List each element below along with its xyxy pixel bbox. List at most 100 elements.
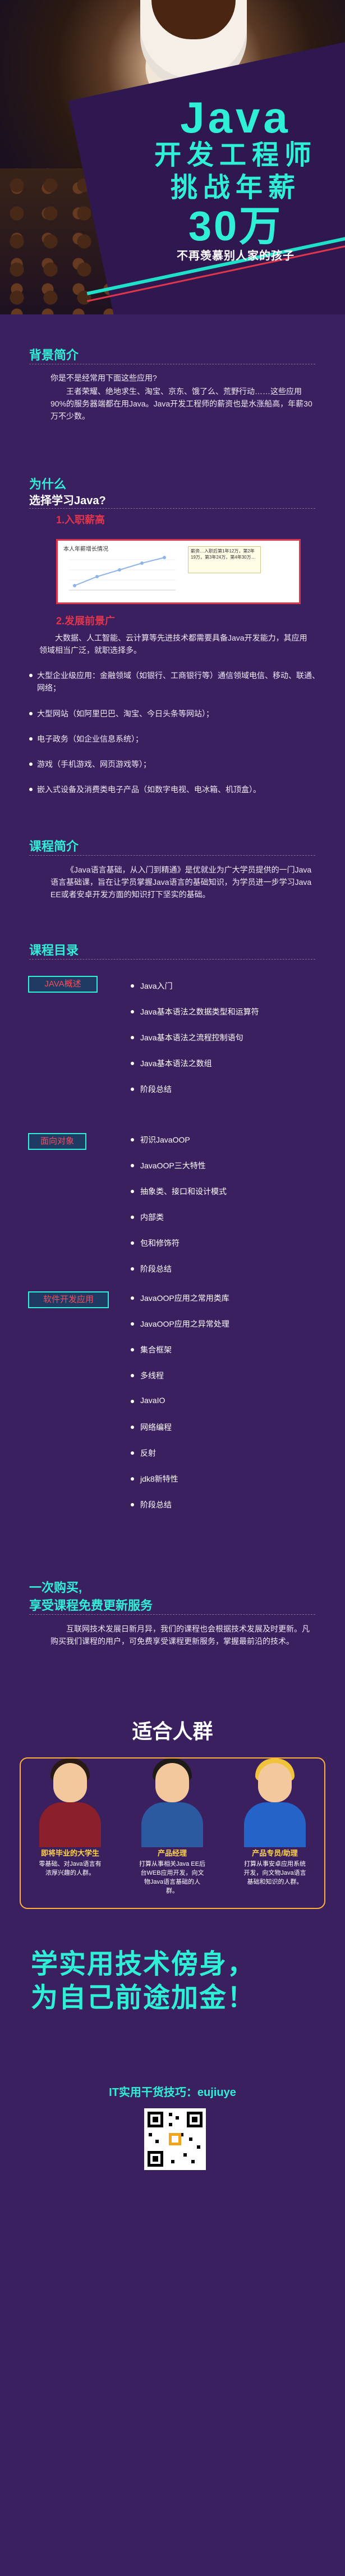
audience-desc: 零基础、对Java语言有浓厚兴趣的人群。	[39, 1861, 102, 1876]
course-item: jdk8新特性	[140, 1474, 178, 1483]
prospect-paragraph: 大数据、人工智能、云计算等先进技术都需要具备Java开发能力，其应用领域相当广泛…	[39, 633, 307, 655]
buy-line-1: 一次购买,	[29, 1581, 82, 1595]
bullet-text: 嵌入式设备及消费类电子产品（如数字电视、电冰箱、机顶盒）。	[37, 785, 261, 794]
bullet-dot	[29, 712, 33, 715]
course-item: JavaOOP应用之常用类库	[140, 1294, 229, 1303]
course-dot	[131, 1451, 134, 1455]
course-dot	[131, 1088, 134, 1091]
course-item: JavaIO	[140, 1396, 165, 1405]
course-paragraph: 《Java语言基础，从入门到精通》是优就业为广大学员提供的一门Java语言基础课…	[50, 865, 312, 899]
course-dot	[131, 1062, 134, 1065]
bullet-text: 大型企业级应用：金融领域（如银行、工商银行等）通信领域电信、移动、联通、网络；	[37, 671, 320, 692]
course-item: 包和修饰符	[140, 1239, 180, 1248]
catalog-tag-oop: 面向对象	[28, 1133, 86, 1150]
catalog-tag-java-overview: JAVA概述	[28, 976, 98, 993]
bullet-dot	[29, 762, 33, 766]
audience-label: 产品专员/助理	[252, 1849, 298, 1857]
course-dot	[131, 1190, 134, 1193]
audience-label: 即将毕业的大学生	[40, 1849, 99, 1857]
why-subtitle: 选择学习Java?	[29, 495, 106, 507]
buy-line-2: 享受课程免费更新服务	[29, 1598, 153, 1613]
background-section-title: 背景简介	[29, 348, 79, 362]
bullet-text: 大型网站（如阿里巴巴、淘宝、今日头条等网站）；	[37, 709, 214, 718]
audience-frame	[20, 1757, 325, 1909]
course-item: 抽象类、接口和设计模式	[140, 1187, 227, 1196]
point-prospect: 2.发展前景广	[56, 615, 116, 627]
divider	[29, 508, 315, 509]
hero-title-engineer: 开发工程师	[154, 140, 317, 170]
catalog-section-title: 课程目录	[29, 943, 79, 957]
course-dot	[131, 1036, 134, 1039]
course-section-title: 课程简介	[29, 839, 79, 853]
avatar-head	[53, 1763, 87, 1802]
course-item: 反射	[140, 1449, 156, 1458]
course-dot	[131, 1164, 134, 1167]
divider	[29, 1614, 315, 1615]
course-item: Java基本语法之流程控制语句	[140, 1033, 243, 1042]
course-item: Java入门	[140, 981, 173, 990]
hero-title-java: Java	[180, 93, 291, 142]
course-dot	[131, 1010, 134, 1013]
course-dot	[131, 1400, 134, 1403]
avatar-head	[258, 1763, 292, 1802]
salary-chart-card: 本人年薪增长情况 薪资…入职后第1年12万，第2年19万，第3年24万，第4年3…	[56, 539, 301, 604]
point-salary-high: 1.入职薪高	[56, 514, 105, 526]
bullet-dot	[29, 737, 33, 741]
catalog-tag-app-dev: 软件开发应用	[28, 1291, 109, 1308]
course-item: Java基本语法之数据类型和运算符	[140, 1007, 259, 1016]
bullet-item: 大型网站（如阿里巴巴、淘宝、今日头条等网站）；	[29, 707, 326, 720]
chart-title: 本人年薪增长情况	[63, 546, 108, 552]
course-dot	[131, 1267, 134, 1271]
hero-title-salary: 30万	[188, 203, 283, 249]
audience-panel: 即将毕业的大学生 零基础、对Java语言有浓厚兴趣的人群。 产品经理 打算从事相…	[20, 1757, 325, 1909]
bullet-item: 嵌入式设备及消费类电子产品（如数字电视、电冰箱、机顶盒）。	[29, 783, 326, 796]
course-dot	[131, 1503, 134, 1506]
course-item: JavaOOP应用之异常处理	[140, 1319, 229, 1328]
audience-desc: 打算从事相关Java EE后台WEB应用开发，向文物Java语言基础的人群。	[139, 1861, 205, 1894]
bullet-dot	[29, 674, 33, 677]
why-heading: 为什么	[29, 477, 67, 491]
course-item: 初识JavaOOP	[140, 1135, 190, 1144]
course-item: Java基本语法之数组	[140, 1059, 212, 1068]
course-dot	[131, 984, 134, 988]
bullet-dot	[29, 788, 33, 791]
divider	[29, 855, 315, 856]
course-item: 集合框架	[140, 1345, 172, 1354]
salary-line-chart	[69, 556, 176, 591]
course-item: 多线程	[140, 1371, 164, 1380]
buy-paragraph: 互联网技术发展日新月异，我们的课程也会根据技术发展及时更新。凡购买我们课程的用户…	[50, 1624, 310, 1646]
course-item: 网络编程	[140, 1423, 172, 1432]
audience-desc: 打算从事安卓应用系统开发，向文物Java语言基础和知识的人群。	[243, 1861, 306, 1885]
background-paragraph-2: 王者荣耀、绝地求生、淘宝、京东、饿了么、荒野行动……这些应用90%的服务器端都在…	[50, 387, 312, 421]
slogan-line-2: 为自己前途加金！	[31, 1983, 256, 2013]
background-paragraph-1: 你是不是经常用下面这些应用?	[50, 373, 157, 382]
avatar-head	[155, 1763, 189, 1802]
course-dot	[131, 1296, 134, 1300]
slogan-line-1: 学实用技术傍身，	[31, 1949, 256, 1979]
bullet-item: 大型企业级应用：金融领域（如银行、工商银行等）通信领域电信、移动、联通、网络；	[29, 669, 326, 694]
avatar-body	[39, 1802, 101, 1847]
course-dot	[131, 1216, 134, 1219]
hero-title: Java 开发工程师 挑战年薪 30万 不再羡慕别人家的孩子	[135, 95, 337, 264]
wechat-label: IT实用干货技巧：eujiuye	[109, 2086, 236, 2099]
course-dot	[131, 1138, 134, 1141]
course-item: 阶段总结	[140, 1264, 172, 1273]
hero-banner: Java 开发工程师 挑战年薪 30万 不再羡慕别人家的孩子	[0, 0, 345, 314]
audience-pm: 产品经理 打算从事相关Java EE后台WEB应用开发，向文物Java语言基础的…	[125, 1757, 220, 1903]
course-item: 阶段总结	[140, 1085, 172, 1094]
course-dot	[131, 1477, 134, 1481]
bullet-item: 电子政务（如企业信息系统）；	[29, 733, 326, 745]
course-dot	[131, 1426, 134, 1429]
course-item: 内部类	[140, 1213, 164, 1222]
chart-tooltip: 薪资…入职后第1年12万，第2年19万，第3年24万，第4年30万…	[188, 546, 261, 573]
audience-student: 即将毕业的大学生 零基础、对Java语言有浓厚兴趣的人群。	[22, 1757, 118, 1903]
qr-code-icon	[148, 2112, 203, 2167]
audience-title: 适合人群	[132, 1720, 213, 1743]
divider	[29, 959, 315, 960]
course-dot	[131, 1322, 134, 1326]
audience-label: 产品经理	[157, 1849, 187, 1857]
bullet-text: 游戏（手机游戏、网页游戏等）；	[37, 760, 151, 769]
qr-code[interactable]	[144, 2108, 206, 2170]
course-item: JavaOOP三大特性	[140, 1161, 206, 1170]
